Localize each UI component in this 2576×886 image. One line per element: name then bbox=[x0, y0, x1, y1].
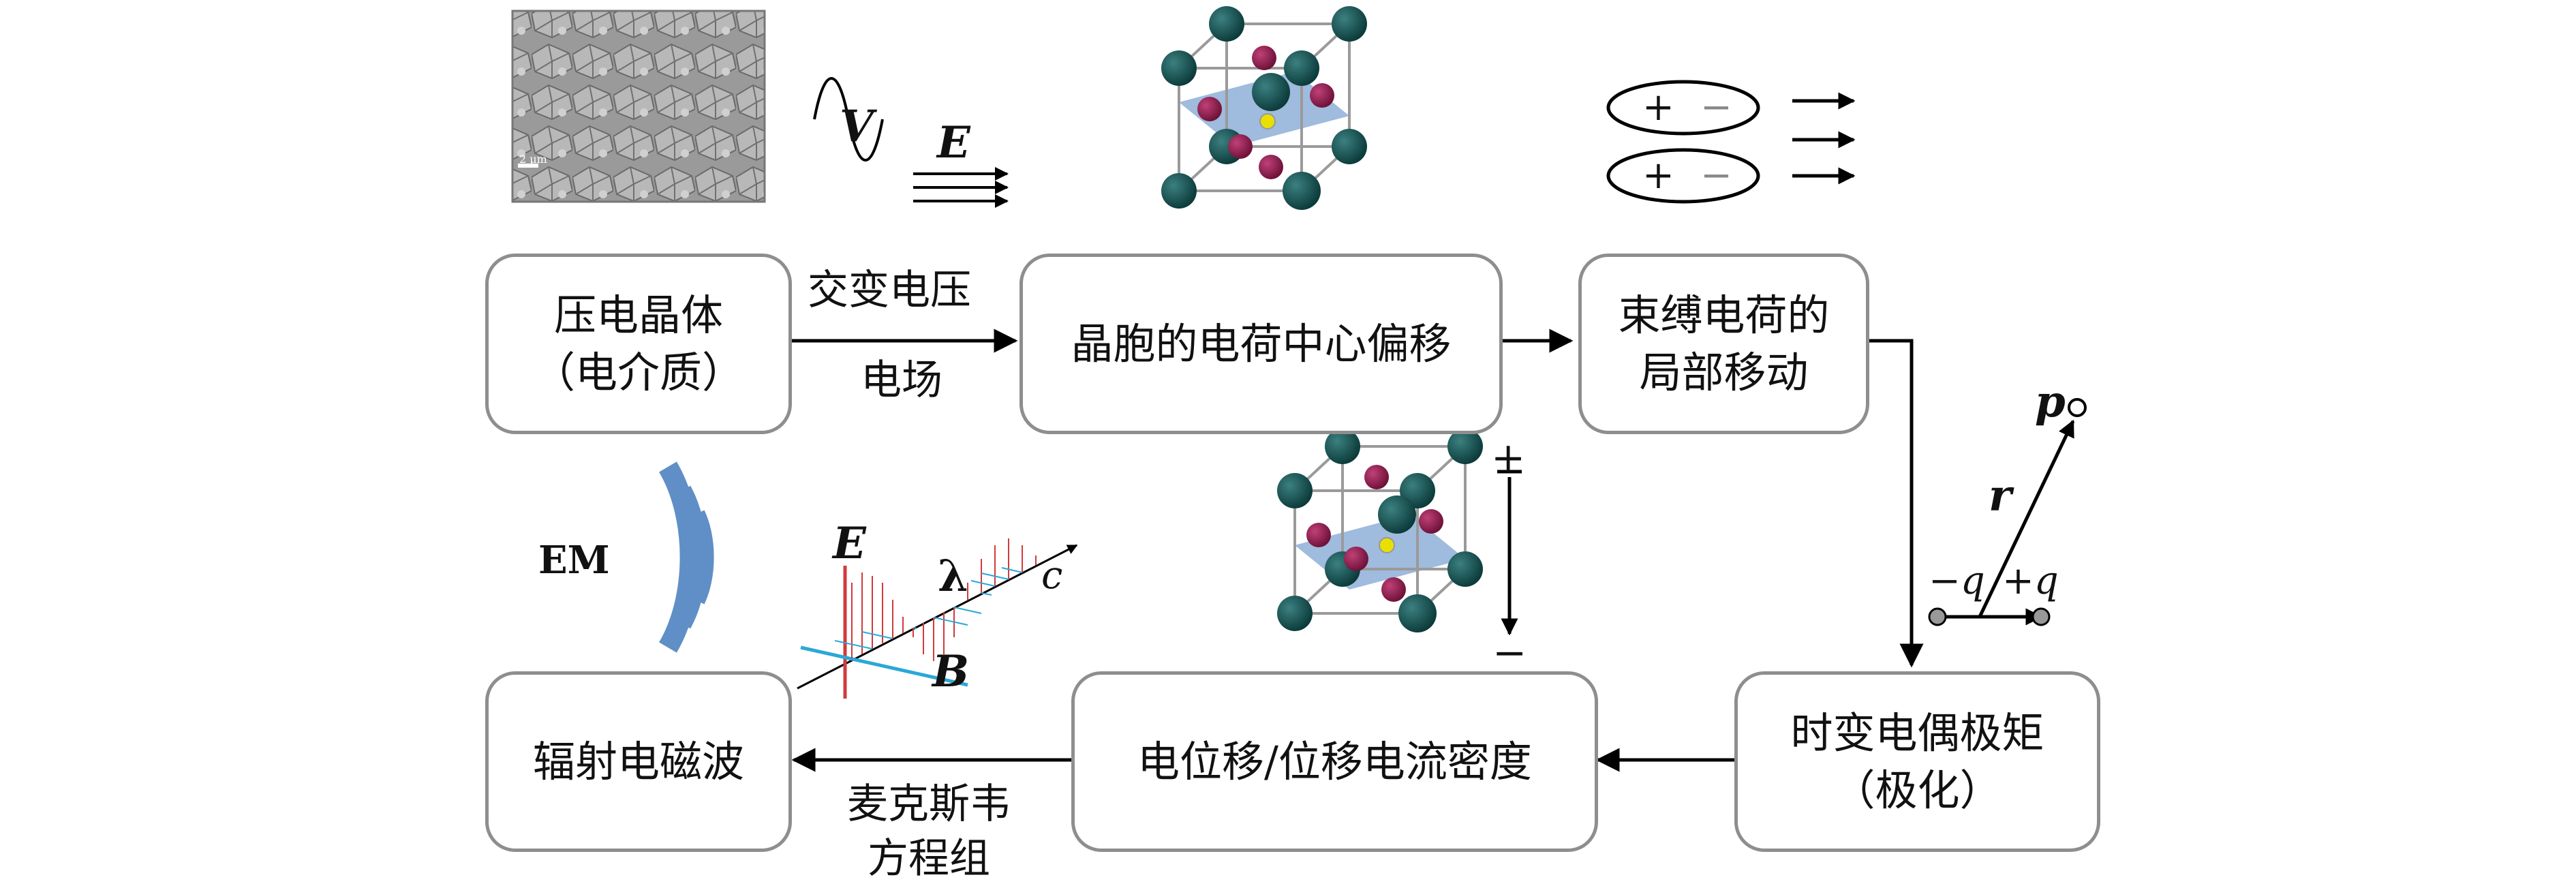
sem-scale-label: 2 μm bbox=[519, 153, 547, 166]
box-piezoelectric-crystal: 压电晶体 （电介质） bbox=[485, 254, 792, 434]
wave-lambda-symbol: λ bbox=[938, 551, 968, 602]
polarization-bar bbox=[1497, 470, 1522, 636]
arrow-bound-to-dipole bbox=[1869, 339, 1924, 668]
em-wave-arcs bbox=[659, 461, 714, 653]
negative-charge-label: −q bbox=[1929, 559, 1985, 603]
box-unit-cell-charge-shift: 晶胞的电荷中心偏移 bbox=[1019, 254, 1503, 434]
positive-charge-label: +q bbox=[2002, 559, 2059, 603]
wave-e-symbol: E bbox=[833, 518, 866, 569]
box-displacement-current: 电位移/位移电流密度 bbox=[1071, 671, 1598, 852]
wave-b-symbol: B bbox=[932, 646, 970, 697]
dipole-charge-plus-1: + bbox=[1642, 85, 1674, 129]
e-field-symbol: E bbox=[937, 117, 970, 168]
dipole-charge-minus-1: − bbox=[1700, 85, 1732, 129]
voltage-symbol: V bbox=[840, 101, 874, 152]
box-time-varying-dipole: 时变电偶极矩 （极化） bbox=[1734, 671, 2100, 852]
unit-cell-top bbox=[1161, 6, 1367, 210]
em-wave-propagation bbox=[797, 538, 1078, 699]
dipole-moment-p: p bbox=[2035, 376, 2066, 427]
polarization-plus: + bbox=[1491, 434, 1526, 482]
e-field-arrows bbox=[913, 167, 1009, 208]
polarization-minus: − bbox=[1492, 629, 1527, 677]
label-electric-field: 电场 bbox=[861, 356, 942, 404]
ac-sine-wave bbox=[813, 77, 884, 162]
wave-c-symbol: c bbox=[1041, 553, 1063, 598]
box-bound-charge-movement: 束缚电荷的 局部移动 bbox=[1578, 254, 1869, 434]
label-alternating-voltage: 交变电压 bbox=[808, 266, 971, 314]
dipole-charge-plus-2: + bbox=[1642, 153, 1674, 198]
bound-charge-dipoles bbox=[1606, 80, 1856, 204]
box-radiated-em-wave: 辐射电磁波 bbox=[485, 671, 792, 852]
em-label: EM bbox=[538, 538, 610, 583]
sem-micrograph bbox=[511, 10, 766, 203]
separation-r: r bbox=[1989, 470, 2012, 521]
unit-cell-bottom bbox=[1277, 429, 1483, 632]
flow-arrows bbox=[791, 329, 1924, 772]
dipole-moment-diagram bbox=[1928, 398, 2087, 626]
label-maxwell-equations: 麦克斯韦 方程组 bbox=[847, 780, 1011, 883]
dipole-charge-minus-2: − bbox=[1700, 153, 1732, 198]
